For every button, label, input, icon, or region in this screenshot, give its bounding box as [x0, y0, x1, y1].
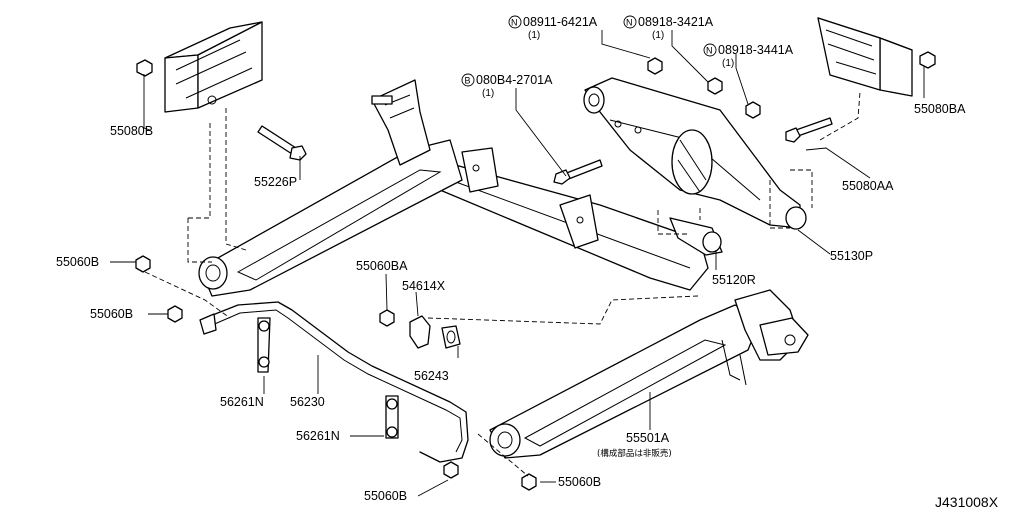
label-55060B-4: 55060B — [558, 475, 601, 489]
n-symbol-1-text: N — [511, 18, 518, 28]
label-56243: 56243 — [414, 369, 449, 383]
label-08918-3421A: 08918-3421A — [638, 15, 714, 29]
bolt-55226P — [257, 125, 307, 161]
label-55060B-1: 55060B — [56, 255, 99, 269]
n-symbol-2 — [623, 15, 637, 29]
label-55501A: 55501A — [626, 431, 670, 445]
qty-08918-3441A: (1) — [722, 58, 734, 69]
right-body-frame-rail — [817, 17, 913, 97]
label-54614X: 54614X — [402, 279, 446, 293]
stabilizer-clamp — [409, 315, 431, 349]
nut-55060B-3 — [443, 461, 459, 479]
label-080B4-2701A: 080B4-2701A — [476, 73, 553, 87]
label-08911-6421A: 08911-6421A — [523, 15, 598, 29]
label-56261N-2: 56261N — [296, 429, 340, 443]
nut-08918-2 — [745, 101, 761, 119]
nut-08918-1 — [707, 77, 723, 95]
nut-55080BA — [919, 51, 936, 69]
stabilizer-link-right — [385, 395, 399, 439]
nut-08911 — [647, 57, 663, 75]
qty-08918-3421A: (1) — [652, 30, 664, 41]
label-55060B-2: 55060B — [90, 307, 133, 321]
b-symbol — [461, 73, 475, 87]
stabilizer-bar — [199, 301, 469, 463]
b-symbol-text: B — [465, 76, 471, 86]
stabilizer-link-left — [257, 317, 271, 373]
diagram-reference: J431008X — [935, 494, 999, 510]
leader-lines — [110, 30, 925, 497]
label-55060B-3: 55060B — [364, 489, 407, 503]
bolt-080B4 — [553, 159, 603, 185]
label-08918-3441A: 08918-3441A — [718, 43, 794, 57]
n-symbol-3 — [703, 43, 717, 57]
diff-mount-member — [583, 77, 807, 230]
left-body-frame-rail — [164, 21, 263, 113]
nut-55060B-4 — [521, 473, 537, 491]
suspension-member-crossbeam — [429, 147, 709, 291]
nut-55060BA — [379, 309, 395, 327]
stabilizer-bushing — [441, 325, 461, 349]
n-symbol-2-text: N — [626, 18, 633, 28]
label-55080AA: 55080AA — [842, 179, 894, 193]
alignment-dashes — [144, 91, 861, 477]
nut-55080B — [136, 59, 153, 77]
nut-55060B-1 — [135, 255, 151, 273]
bolt-55080AA — [785, 117, 833, 143]
nut-55060B-2 — [167, 305, 183, 323]
qty-080B4-2701A: (1) — [482, 88, 494, 99]
right-trailing-arm — [489, 289, 809, 459]
n-symbol-1 — [508, 15, 522, 29]
left-trailing-arm — [198, 79, 463, 297]
qty-08911-6421A: (1) — [528, 30, 540, 41]
label-56230: 56230 — [290, 395, 325, 409]
label-55501A-note: (構成部品は非販売) — [597, 448, 672, 459]
label-56261N-1: 56261N — [220, 395, 264, 409]
label-55130P: 55130P — [830, 249, 873, 263]
label-55080BA: 55080BA — [914, 102, 966, 116]
part-labels: 55080B 55226P 55060B 55060B 55060BA 5461… — [56, 15, 999, 510]
label-55226P: 55226P — [254, 175, 297, 189]
label-55120R: 55120R — [712, 273, 756, 287]
label-55060BA: 55060BA — [356, 259, 408, 273]
label-55080B: 55080B — [110, 124, 153, 138]
n-symbol-3-text: N — [706, 46, 713, 56]
rear-link — [669, 217, 723, 256]
